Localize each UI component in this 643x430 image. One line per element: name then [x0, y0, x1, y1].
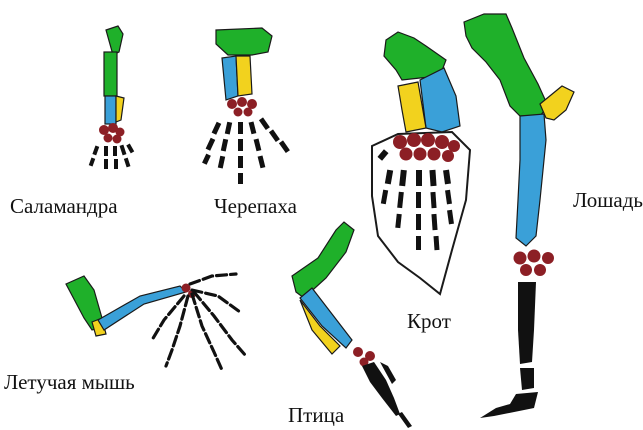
label-bird: Птица [288, 405, 344, 426]
salamander-radius-ulna-upper [104, 52, 117, 96]
horse-ulna [540, 86, 574, 120]
turtle-humerus [216, 28, 272, 55]
turtle-limb [202, 28, 290, 184]
label-turtle: Черепаха [214, 196, 297, 217]
salamander-digits [89, 144, 134, 169]
salamander-carpals [99, 123, 125, 144]
salamander-limb [89, 26, 134, 169]
turtle-digits [202, 117, 290, 184]
horse-scapula-humerus [464, 14, 548, 116]
label-mole: Крот [407, 311, 451, 332]
turtle-ulna [236, 56, 252, 96]
salamander-humerus [106, 26, 123, 55]
horse-limb [464, 14, 574, 418]
label-salamander: Саламандра [10, 196, 118, 217]
horse-carpals [514, 250, 555, 277]
label-horse: Лошадь [573, 190, 643, 211]
bat-digits [152, 274, 246, 370]
mole-radius [420, 68, 460, 132]
horse-radius [516, 114, 546, 246]
salamander-ulna [116, 96, 124, 122]
label-bat: Летучая мышь [4, 372, 135, 393]
mole-limb [372, 32, 470, 294]
bird-digits [362, 362, 412, 428]
horse-cannon-and-hoof [480, 282, 538, 418]
turtle-carpals [227, 97, 257, 117]
salamander-radius [105, 96, 116, 124]
bird-humerus [292, 222, 354, 298]
bat-limb [66, 274, 246, 370]
turtle-radius [222, 56, 238, 100]
